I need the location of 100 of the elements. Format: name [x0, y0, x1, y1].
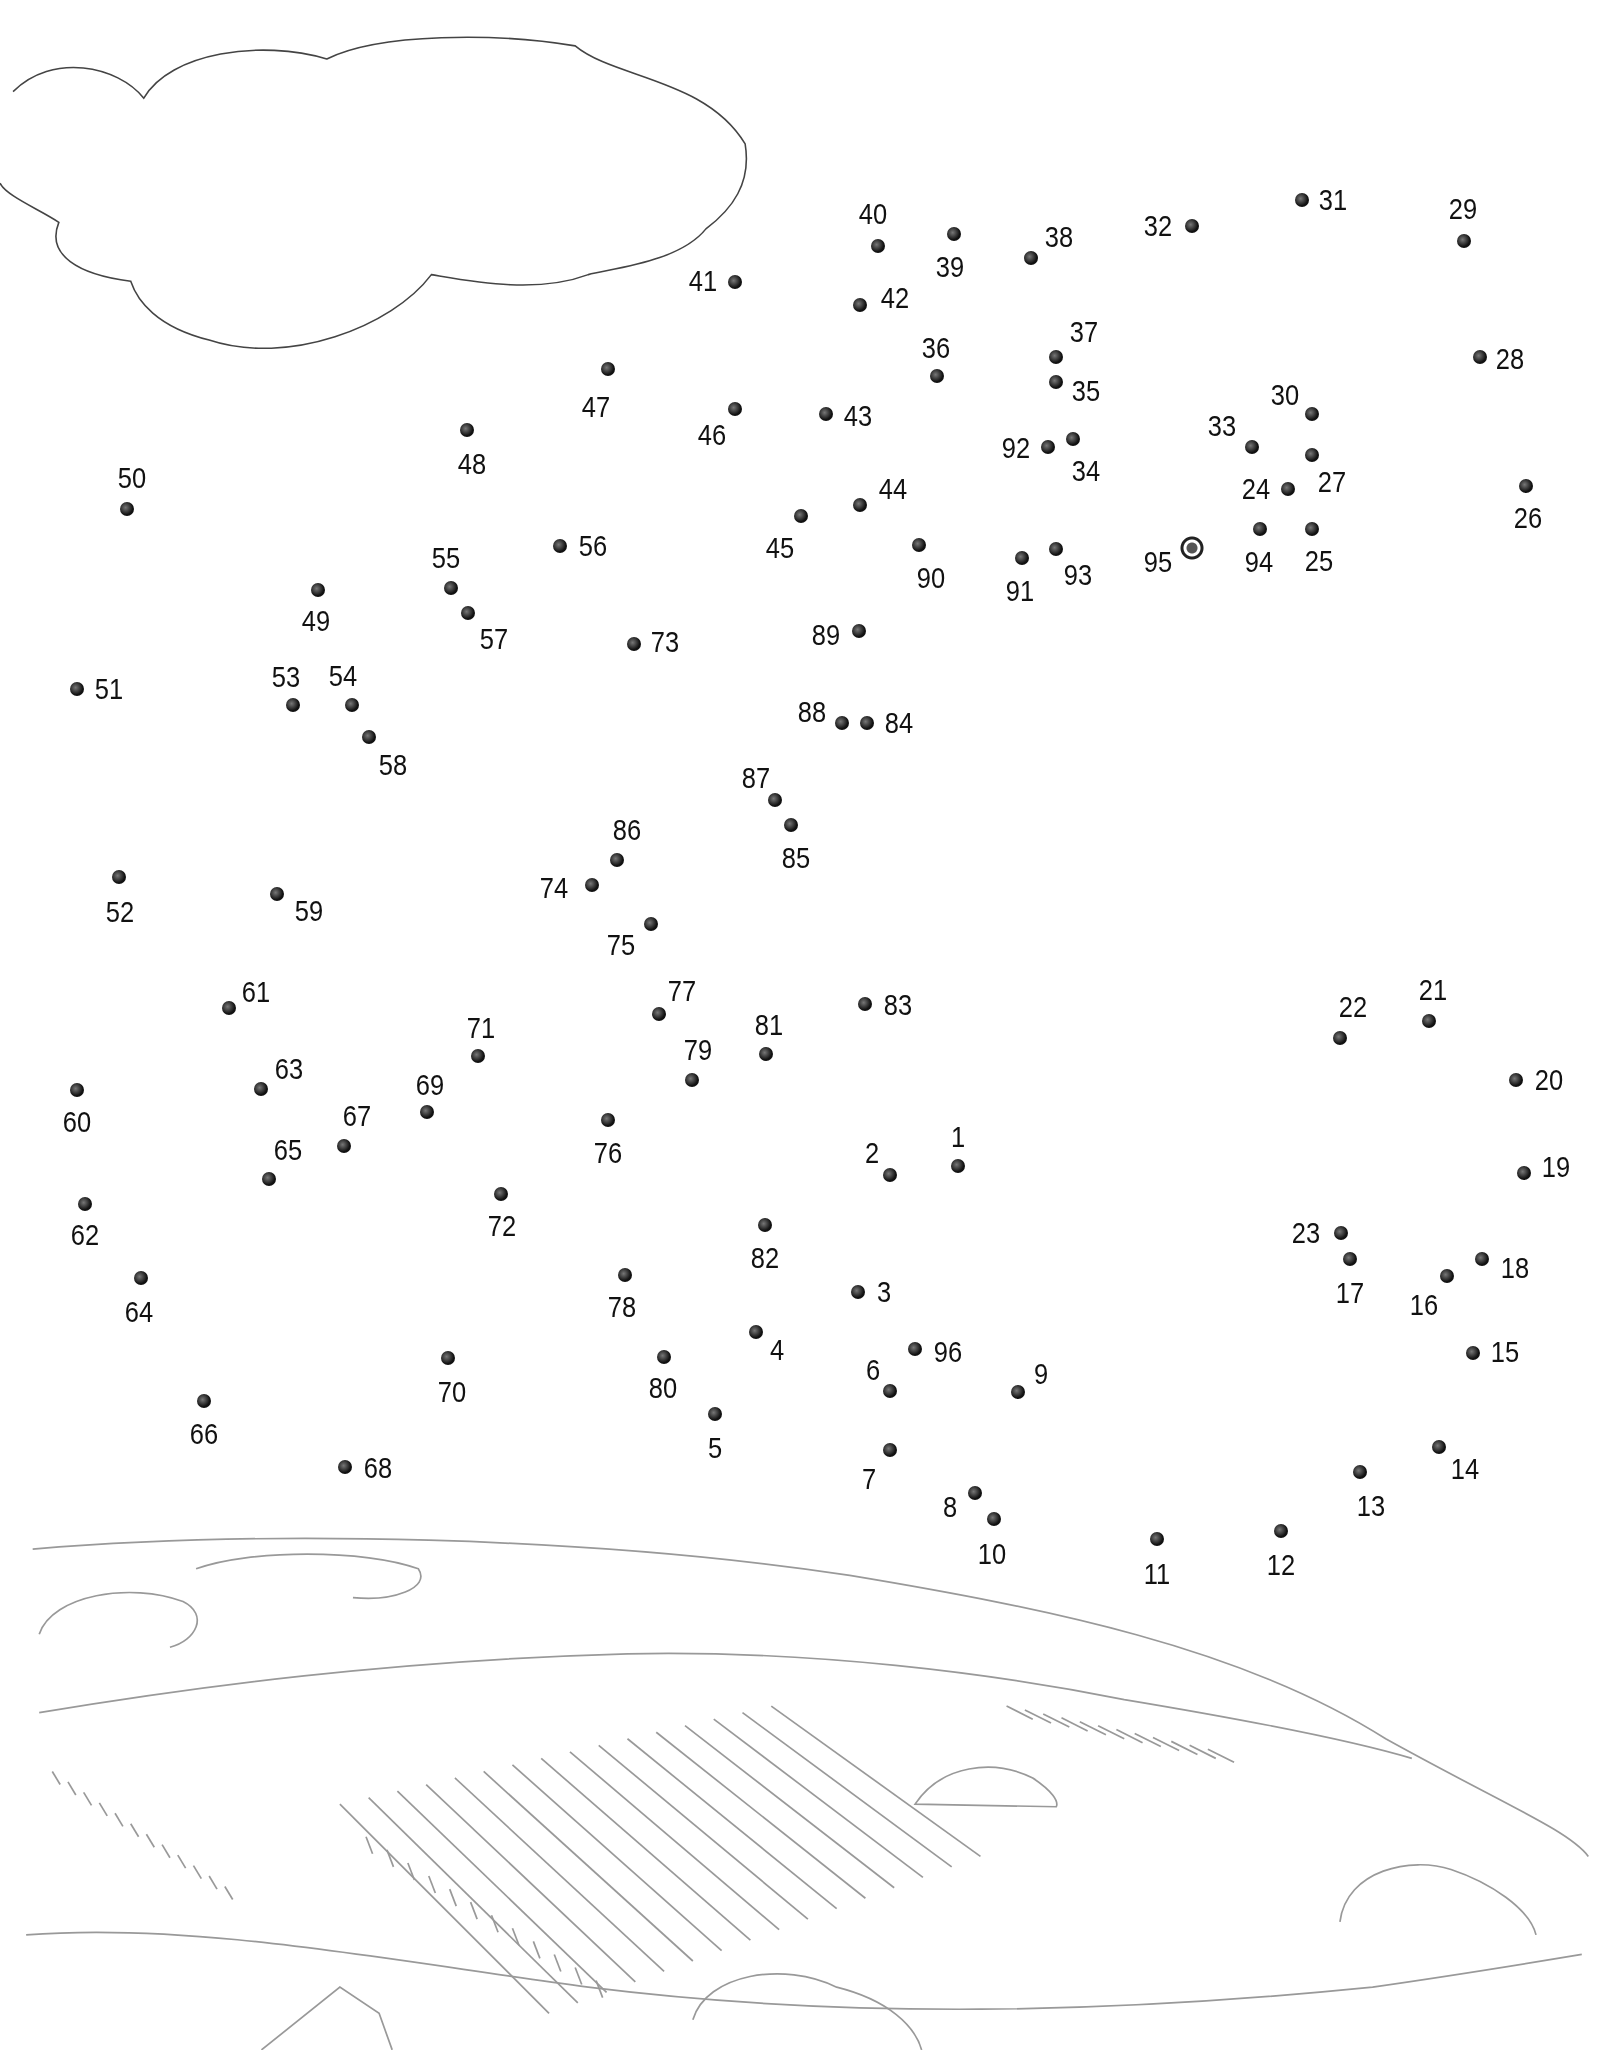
- dot-number: 25: [1304, 545, 1334, 576]
- dot-number: 87: [741, 762, 770, 793]
- dot: [627, 637, 641, 652]
- dot-number: 54: [328, 660, 357, 691]
- dot-number: 27: [1317, 467, 1347, 498]
- dot: [908, 1342, 923, 1357]
- dot-number: 84: [885, 707, 914, 738]
- dot-number: 89: [812, 620, 841, 651]
- dot: [1049, 374, 1064, 389]
- dot-number: 62: [70, 1220, 100, 1251]
- dot: [912, 538, 926, 553]
- dot-number: 61: [242, 977, 271, 1008]
- dot: [858, 996, 873, 1011]
- dot-number: 58: [379, 749, 408, 780]
- dot-number: 69: [415, 1070, 445, 1100]
- dot-number: 12: [1266, 1549, 1296, 1580]
- dot: [254, 1081, 269, 1096]
- dot: [1011, 1385, 1026, 1400]
- dot: [221, 1000, 236, 1015]
- dot-number: 2: [864, 1138, 880, 1168]
- dot: [119, 501, 134, 516]
- dot: [853, 497, 868, 512]
- dot-number: 82: [750, 1242, 779, 1273]
- dot-number: 77: [668, 975, 697, 1006]
- dot: [930, 369, 945, 384]
- dot-number: 93: [1064, 560, 1093, 591]
- dot: [262, 1172, 277, 1187]
- dot: [1049, 349, 1064, 364]
- dot: [968, 1485, 983, 1500]
- dot-number: 81: [754, 1009, 783, 1040]
- dot-number: 13: [1357, 1490, 1386, 1521]
- dot: [70, 1083, 85, 1098]
- dot: [1305, 407, 1320, 422]
- dot: [1305, 447, 1320, 462]
- dot-number: 24: [1242, 473, 1271, 504]
- dot-number: 34: [1072, 455, 1101, 486]
- dot-number: 40: [859, 199, 888, 230]
- dot: [1332, 1030, 1347, 1045]
- dot: [1149, 1531, 1164, 1546]
- dot: [77, 1197, 92, 1211]
- dot: [111, 870, 126, 885]
- dot-number: 39: [936, 251, 965, 282]
- dot: [1343, 1251, 1358, 1266]
- dot-number: 44: [878, 473, 908, 504]
- dot-number: 85: [781, 842, 811, 873]
- dot-number: 51: [94, 673, 123, 704]
- dot: [1509, 1072, 1524, 1087]
- dot: [336, 1139, 351, 1154]
- dot-number: 68: [363, 1453, 392, 1484]
- dot: [708, 1407, 723, 1422]
- dot-number: 42: [881, 283, 910, 314]
- dot-number: 55: [431, 543, 460, 574]
- dot-number: 19: [1541, 1152, 1570, 1183]
- dot: [1015, 551, 1030, 566]
- dot-number: 48: [457, 449, 487, 480]
- dot: [748, 1325, 763, 1340]
- dot: [859, 715, 874, 730]
- dot-number: 76: [593, 1138, 623, 1168]
- dot-number: 7: [862, 1463, 877, 1494]
- dot: [1280, 481, 1295, 496]
- dot: [1245, 440, 1260, 455]
- dot: [1472, 349, 1487, 364]
- dot: [757, 1217, 772, 1232]
- dot-number: 9: [1033, 1358, 1048, 1389]
- dot-number: 41: [689, 266, 718, 297]
- dot-number: 38: [1044, 221, 1074, 252]
- dot: [441, 1351, 456, 1366]
- dot-number: 29: [1448, 194, 1477, 225]
- dot-number: 52: [106, 897, 135, 928]
- dot-number: 63: [274, 1054, 304, 1085]
- dot: [1066, 432, 1081, 447]
- dot-number: 37: [1069, 317, 1098, 348]
- dot: [600, 361, 615, 376]
- dot-number: 64: [124, 1297, 153, 1328]
- dot-number: 73: [651, 626, 680, 657]
- dot: [644, 917, 658, 932]
- dot-number: 86: [613, 815, 642, 846]
- dot-number: 20: [1534, 1064, 1564, 1095]
- dot-number: 33: [1208, 411, 1237, 442]
- dot-number: 57: [479, 624, 509, 655]
- dot: [1421, 1013, 1436, 1028]
- dot: [1440, 1268, 1455, 1283]
- dot: [459, 423, 474, 438]
- dot: [947, 227, 962, 241]
- dot: [1457, 233, 1472, 248]
- dot-number: 6: [866, 1355, 881, 1385]
- dot: [1517, 1165, 1532, 1180]
- dot: [134, 1271, 149, 1286]
- dot-number: 60: [62, 1106, 92, 1137]
- dot-number: 30: [1270, 379, 1300, 410]
- dot: [834, 715, 849, 730]
- dot-number: 36: [921, 332, 951, 363]
- dot-number: 71: [466, 1012, 496, 1043]
- dot-number: 35: [1072, 375, 1101, 406]
- dot-number: 80: [648, 1373, 677, 1404]
- dot-number: 17: [1336, 1277, 1365, 1308]
- dot: [883, 1442, 898, 1457]
- dot: [651, 1007, 666, 1022]
- dot-number: 8: [943, 1492, 958, 1523]
- dot-number: 56: [579, 531, 608, 562]
